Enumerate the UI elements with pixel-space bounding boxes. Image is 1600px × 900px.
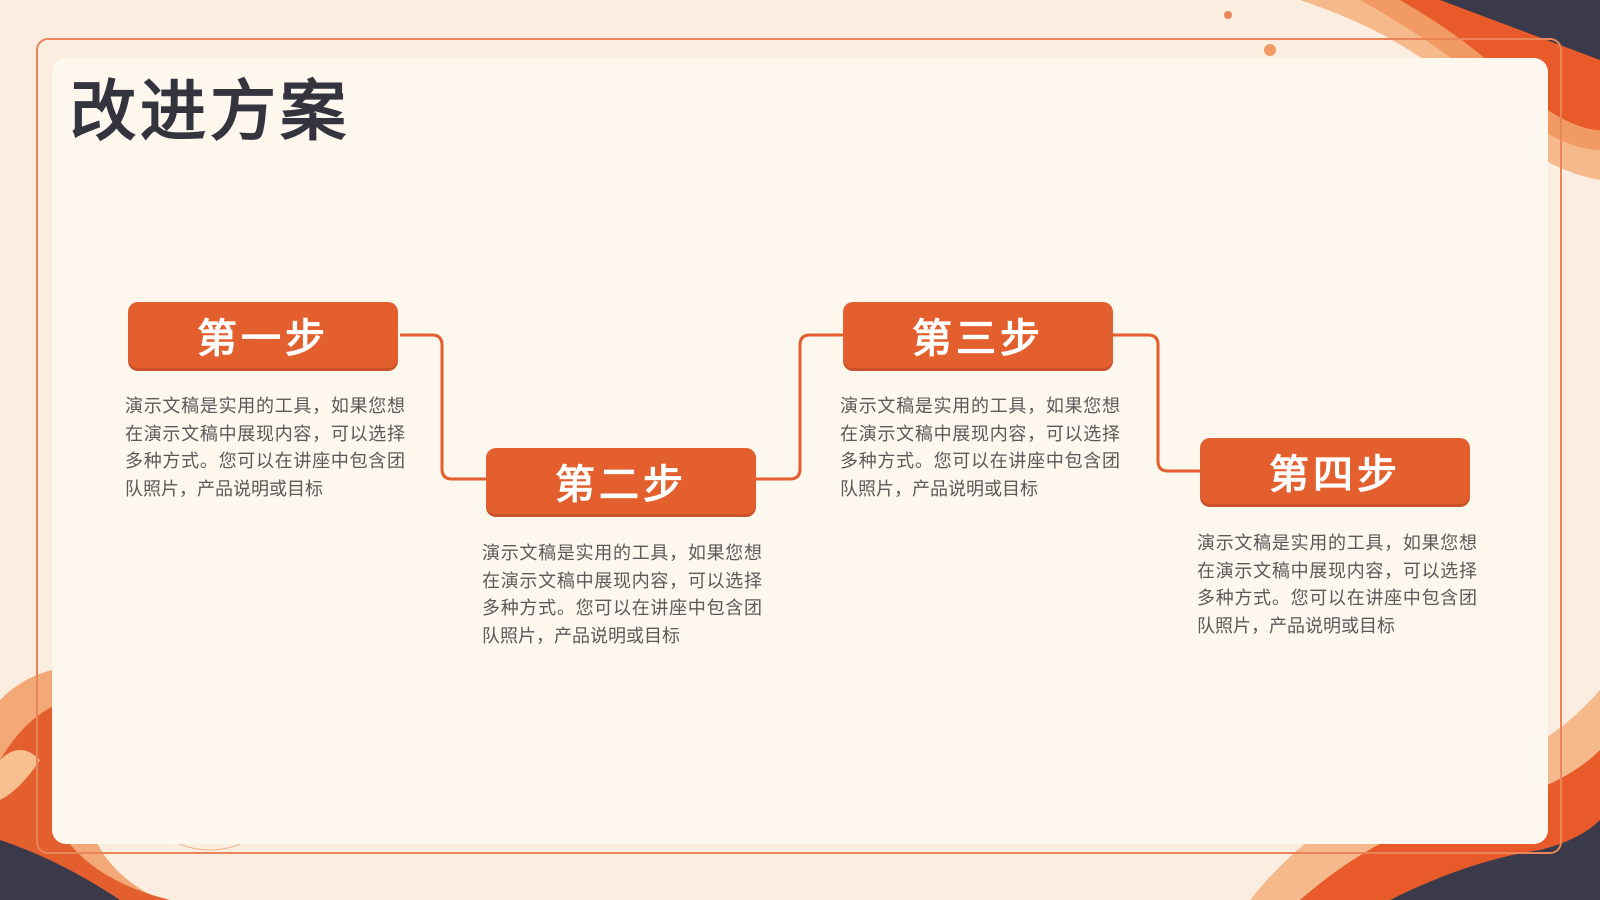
slide-frame [36,38,1562,854]
step-2-description: 演示文稿是实用的工具，如果您想在演示文稿中展现内容，可以选择多种方式。您可以在讲… [482,543,762,647]
connector-1-2 [400,333,486,481]
step-3-label: 第三步 [843,302,1113,368]
step-3-description: 演示文稿是实用的工具，如果您想在演示文稿中展现内容，可以选择多种方式。您可以在讲… [840,396,1120,500]
connector-2-3 [756,333,843,481]
step-4-description: 演示文稿是实用的工具，如果您想在演示文稿中展现内容，可以选择多种方式。您可以在讲… [1197,533,1477,637]
page-title: 改进方案 [70,73,350,150]
step-2-label: 第二步 [486,448,756,514]
connector-3-4 [1113,333,1200,473]
step-1-description: 演示文稿是实用的工具，如果您想在演示文稿中展现内容，可以选择多种方式。您可以在讲… [125,396,405,500]
step-4-label: 第四步 [1200,438,1470,504]
step-1-label: 第一步 [128,302,398,368]
